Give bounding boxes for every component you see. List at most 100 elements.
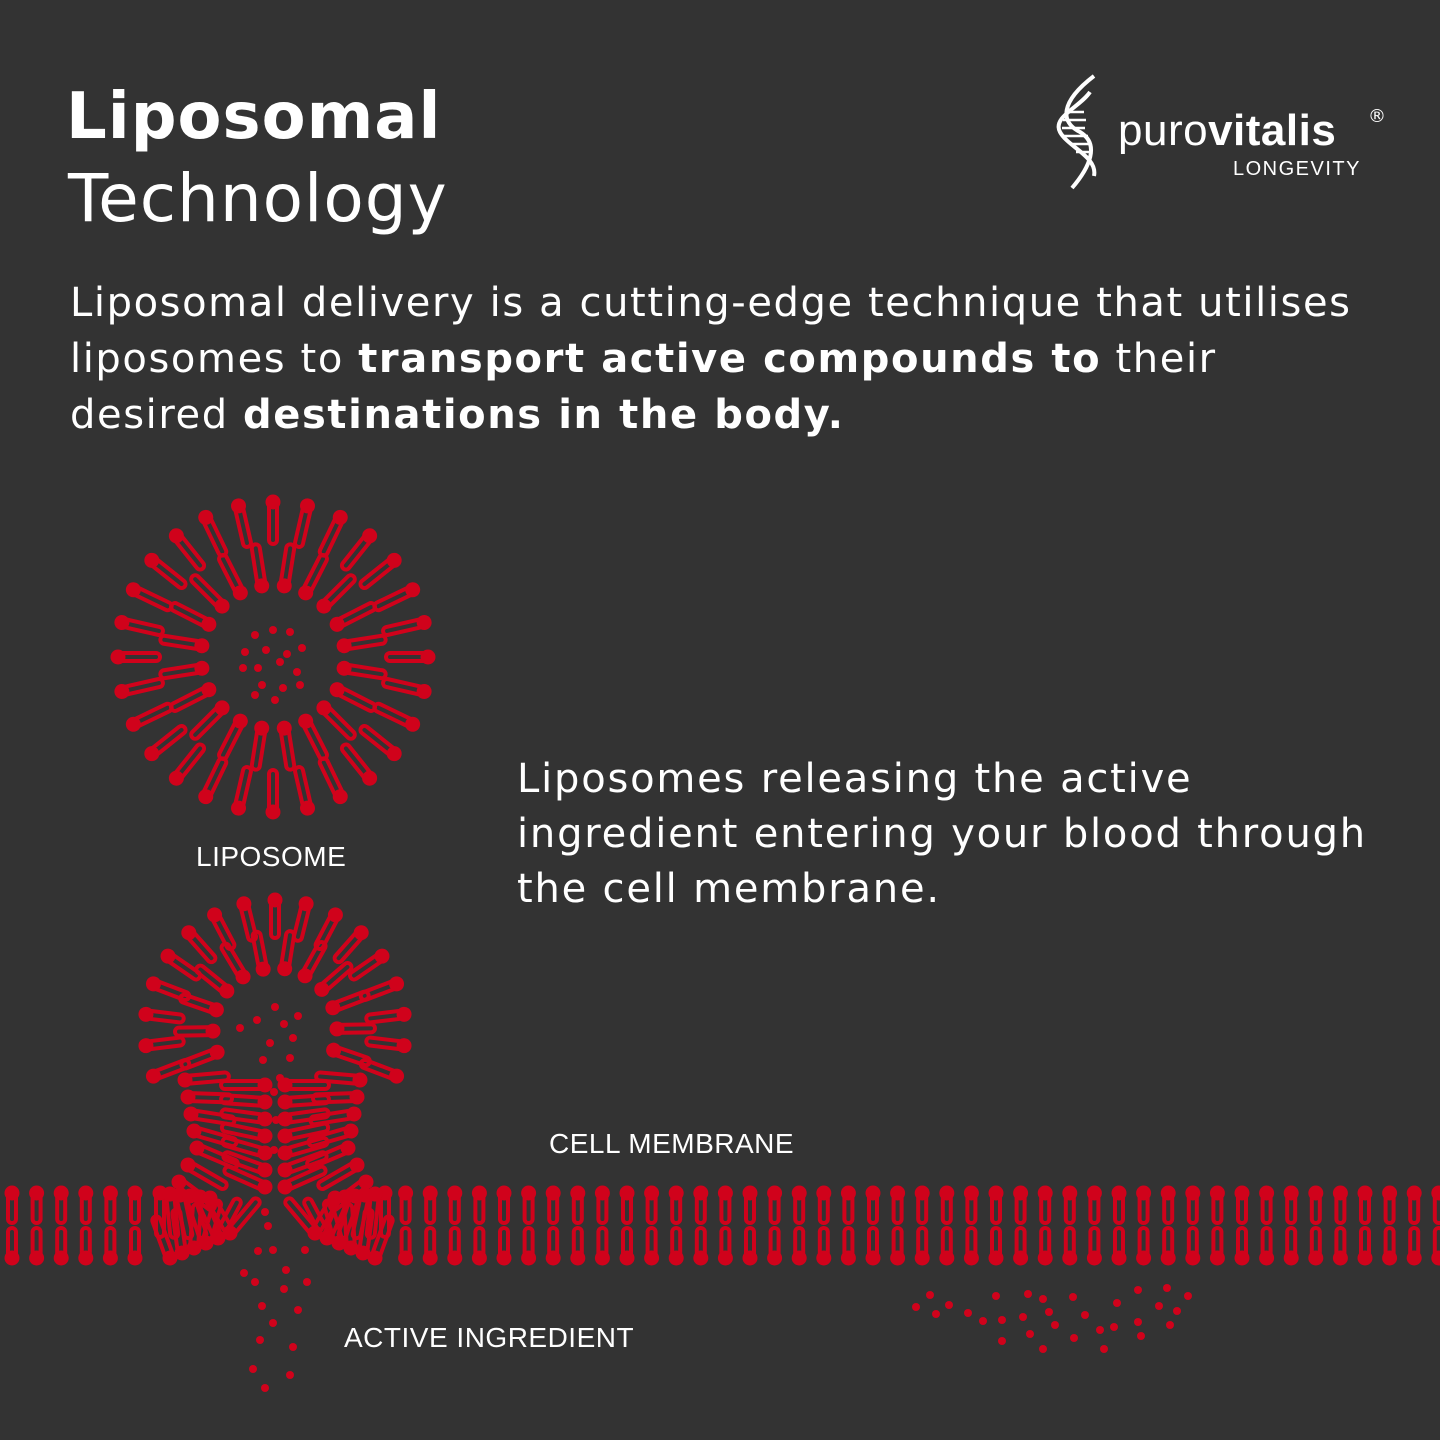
liposome-fusing [138, 892, 412, 1084]
active-ingredient-particle [1173, 1307, 1181, 1315]
fusion-lipid [219, 1093, 273, 1110]
membrane-lipid [1382, 1185, 1398, 1225]
active-ingredient-particle [932, 1310, 940, 1318]
active-ingredient-particle [1039, 1345, 1047, 1353]
membrane-lipid [693, 1185, 709, 1225]
outer-lipid [231, 498, 253, 549]
membrane-lipid [1357, 1226, 1373, 1266]
dna-helix-icon [1056, 74, 1097, 190]
membrane-lipid [1259, 1185, 1275, 1225]
active-ingredient-particle [1110, 1323, 1118, 1331]
membrane-lipid [791, 1185, 807, 1225]
brand-name: purovitalis [1118, 106, 1336, 156]
membrane-lipid [717, 1226, 733, 1266]
active-ingredient-particle [1070, 1334, 1078, 1342]
membrane-lipid [1209, 1185, 1225, 1225]
active-ingredient-particle [261, 1208, 269, 1216]
fusion-lipid [219, 1107, 273, 1127]
membrane-lipid [496, 1226, 512, 1266]
active-ingredient-particle [254, 664, 262, 672]
active-ingredient-particle [286, 628, 294, 636]
membrane-lipid [1185, 1226, 1201, 1266]
outer-lipid [339, 528, 378, 572]
membrane-lipid [890, 1185, 906, 1225]
active-ingredient-particle [259, 1056, 267, 1064]
fusion-lipid [221, 1150, 273, 1178]
outer-lipid [267, 892, 283, 940]
membrane-lipid [102, 1226, 118, 1266]
fusion-lipid [277, 1121, 331, 1144]
fusion-lipid [222, 1164, 273, 1195]
membrane-lipid [619, 1185, 635, 1225]
title-line-1: Liposomal [66, 80, 442, 154]
inner-lipid [217, 713, 248, 761]
fusion-lipid [302, 1196, 335, 1246]
active-ingredient-particle [270, 1088, 278, 1096]
active-ingredient-particle [289, 1034, 297, 1042]
outer-lipid [168, 528, 207, 572]
active-ingredient-particle [1019, 1313, 1027, 1321]
membrane-lipid [767, 1185, 783, 1225]
membrane-lipid [914, 1226, 930, 1266]
membrane-lipid [644, 1226, 660, 1266]
inner-lipid [325, 989, 371, 1016]
inner-lipid [316, 700, 357, 741]
membrane-lipid [4, 1185, 20, 1225]
membrane-lipid [1283, 1226, 1299, 1266]
active-ingredient-particle [283, 650, 291, 658]
active-ingredient-particle [1026, 1330, 1034, 1338]
brand-name-bold: vitalis [1208, 106, 1337, 155]
active-ingredient-particle [269, 1246, 277, 1254]
active-ingredient-particle [286, 1054, 294, 1062]
active-ingredient-particle [276, 658, 284, 666]
active-ingredient-particle [236, 1024, 244, 1032]
active-ingredient-particle [296, 681, 304, 689]
brand-tagline: LONGEVITY [1233, 158, 1361, 180]
outer-lipid [317, 756, 348, 805]
active-ingredient-particle [301, 1246, 309, 1254]
outer-lipid [145, 976, 192, 1002]
active-ingredient-particle [945, 1301, 953, 1309]
fusion-lipid [277, 1093, 331, 1110]
inner-lipid [189, 573, 230, 614]
active-ingredient-particle [294, 1306, 302, 1314]
active-ingredient-particle [1163, 1284, 1171, 1292]
membrane-lipid [619, 1226, 635, 1266]
membrane-lipid [1406, 1185, 1422, 1225]
active-ingredient-particle [1024, 1290, 1032, 1298]
fusion-lipid [314, 1070, 368, 1088]
membrane-lipid [1013, 1226, 1029, 1266]
active-ingredient-particle [998, 1337, 1006, 1345]
outer-lipid [384, 649, 436, 665]
membrane-lipid [78, 1185, 94, 1225]
membrane-lipid [1062, 1185, 1078, 1225]
inner-lipid [250, 929, 271, 977]
released-particles [240, 1208, 311, 1392]
active-ingredient-particle [286, 1371, 294, 1379]
membrane-lipid [570, 1226, 586, 1266]
membrane-lipid [570, 1185, 586, 1225]
membrane-lipid [1283, 1185, 1299, 1225]
active-ingredient-particle [998, 1316, 1006, 1324]
membrane-lipid [4, 1226, 20, 1266]
fusion-lipid [277, 1107, 331, 1127]
fusion-lipid [277, 1150, 329, 1178]
active-ingredient-particle [1039, 1295, 1047, 1303]
membrane-lipid [594, 1185, 610, 1225]
inner-lipid [217, 553, 248, 601]
inner-lipid [219, 941, 251, 985]
intro-paragraph: Liposomal delivery is a cutting-edge tec… [70, 275, 1370, 443]
outer-lipid [381, 677, 432, 699]
inner-lipid [189, 700, 230, 741]
membrane-lipid [1037, 1185, 1053, 1225]
liposome-intact [110, 494, 436, 820]
active-ingredient-particle [979, 1317, 987, 1325]
active-ingredient-particle [1051, 1321, 1059, 1329]
membrane-lipid [816, 1226, 832, 1266]
inner-lipid [329, 1021, 377, 1037]
outer-lipid [339, 742, 378, 786]
inner-lipid [169, 601, 217, 632]
membrane-lipid [127, 1185, 143, 1225]
membrane-lipid [939, 1185, 955, 1225]
brand-logo: purovitalis ® LONGEVITY [1050, 72, 1390, 192]
